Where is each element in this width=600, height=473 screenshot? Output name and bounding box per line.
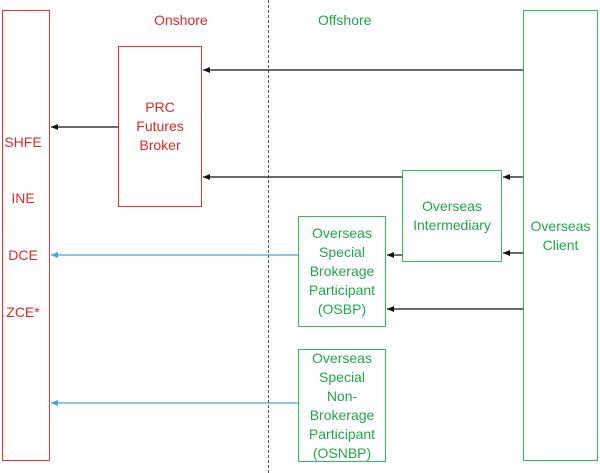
overseas-intermediary-label: Overseas Intermediary xyxy=(413,198,491,233)
prc-futures-broker-box: PRC Futures Broker xyxy=(118,46,202,207)
osbp-box: Overseas Special Brokerage Participant (… xyxy=(298,216,386,327)
exchanges-box xyxy=(2,10,50,461)
onshore-offshore-divider xyxy=(268,0,269,473)
prc-futures-broker-label: PRC Futures Broker xyxy=(136,99,184,153)
overseas-client-box: Overseas Client xyxy=(523,10,598,461)
exchange-zce: ZCE* xyxy=(6,304,40,320)
overseas-client-label: Overseas Client xyxy=(530,217,591,253)
offshore-zone-label: Offshore xyxy=(318,12,372,28)
osbp-label: Overseas Special Brokerage Participant (… xyxy=(308,225,376,317)
exchange-shfe: SHFE xyxy=(4,134,42,150)
onshore-zone-label: Onshore xyxy=(154,12,208,28)
osnbp-box: Overseas Special Non- Brokerage Particip… xyxy=(298,349,386,462)
osnbp-label: Overseas Special Non- Brokerage Particip… xyxy=(308,349,376,461)
exchange-ine: INE xyxy=(11,190,35,206)
overseas-intermediary-box: Overseas Intermediary xyxy=(402,170,502,262)
exchange-dce: DCE xyxy=(8,247,38,263)
